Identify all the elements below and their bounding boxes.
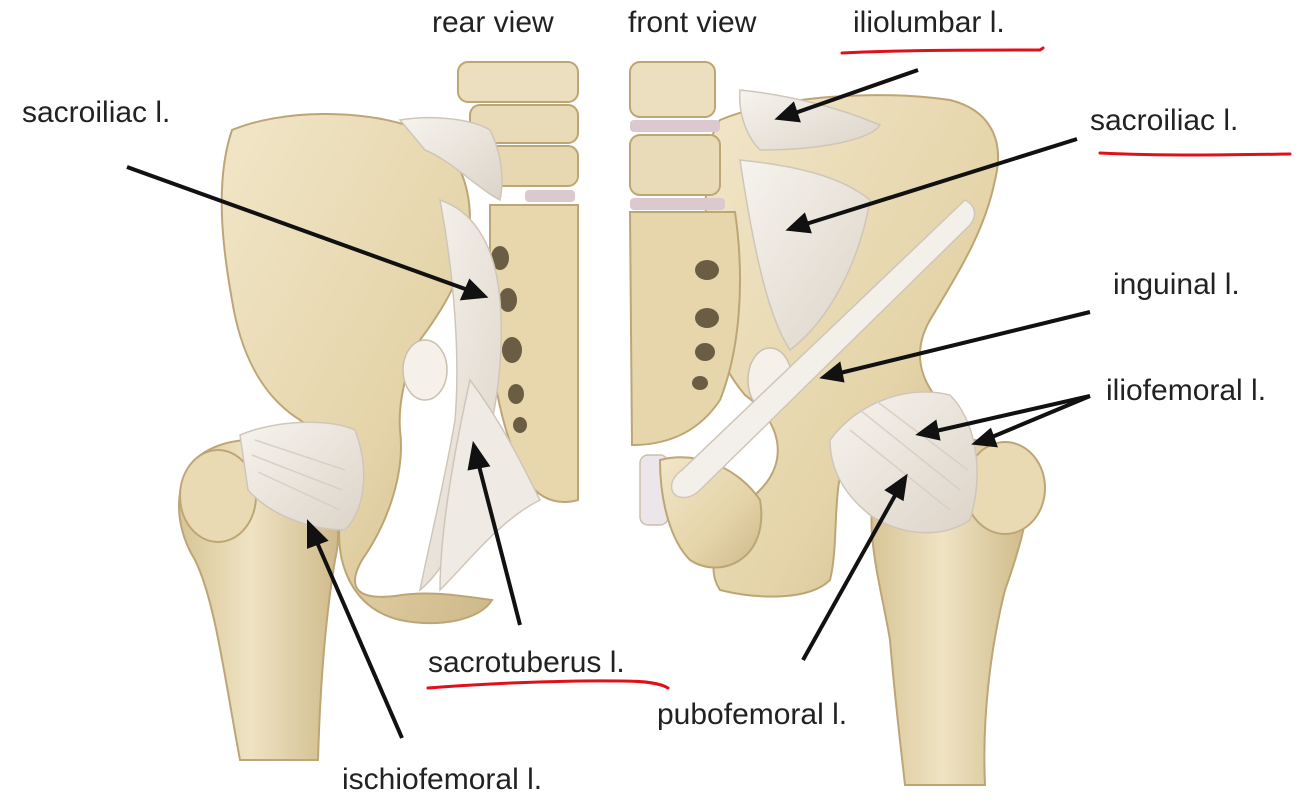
underline-iliolumbar — [842, 48, 1043, 53]
front-view-label: front view — [628, 8, 756, 38]
pubofemoral-ligament-label: pubofemoral l. — [657, 700, 847, 730]
sacroiliac-ligament-rear-label: sacroiliac l. — [22, 98, 170, 128]
rear-view-label: rear view — [432, 8, 554, 38]
iliolumbar-ligament-label: iliolumbar l. — [853, 8, 1005, 38]
sacrotuberus-ligament-label: sacrotuberus l. — [428, 648, 625, 678]
inguinal-ligament-label: inguinal l. — [1113, 270, 1240, 300]
ischiofemoral-ligament-label: ischiofemoral l. — [342, 765, 542, 795]
sacroiliac-ligament-front-label: sacroiliac l. — [1090, 106, 1238, 136]
underline-sacrotuberus — [428, 681, 668, 688]
view-divider — [580, 55, 628, 615]
underline-sacroiliac-front — [1100, 153, 1290, 155]
iliofemoral-ligament-label: iliofemoral l. — [1106, 376, 1266, 406]
